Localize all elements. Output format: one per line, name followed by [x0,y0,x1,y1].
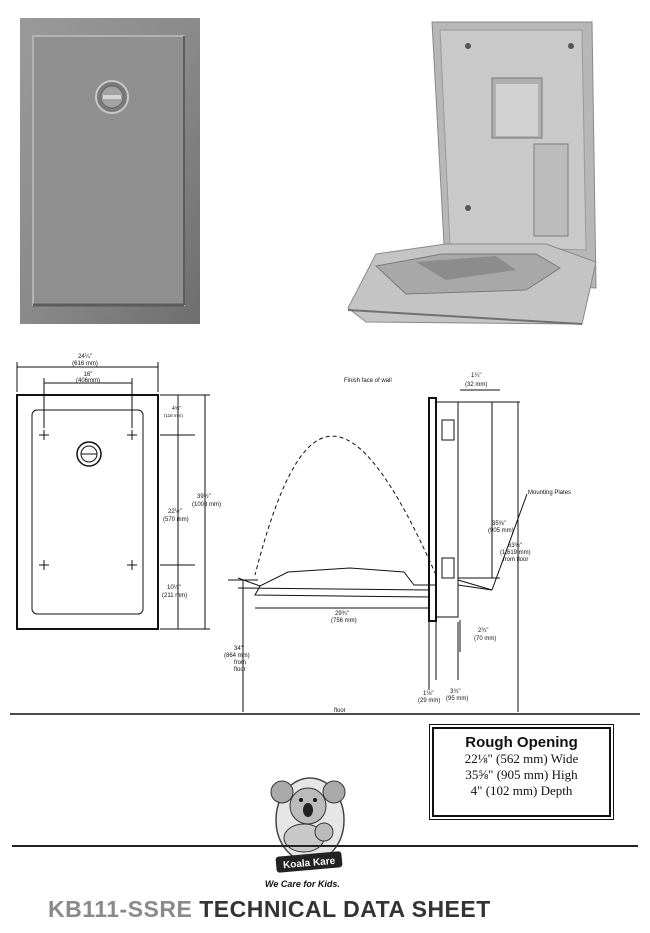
bottom-gap-mm: (70 mm) [474,636,496,642]
bed-height-label: 34" [234,646,243,652]
mount-hole-icon [39,560,49,570]
recess-depth-label: 1⅛" [423,691,433,697]
closed-depth-mm: (95 mm) [446,696,468,702]
brand-tagline: We Care for Kids. [265,879,340,889]
footer-rule [12,845,638,847]
mounting-plates-label: Mounting Plates [528,490,571,496]
bed-height-mm: (864 mm) [224,653,250,659]
overall-height-label: 39½" [197,493,211,500]
bottom-gap-label: 2¾" [478,628,488,634]
mount-vertical-mm: (570 mm) [163,517,189,523]
open-depth-mm: (756 mm) [331,618,357,624]
side-view-back [428,397,437,622]
logo-wordmark: Koala Kare [283,856,336,872]
mount-vertical-label: 22½" [168,508,182,515]
side-top-depth-mm: (32 mm) [465,382,487,388]
bottom-offset-mm: (211 mm) [162,593,187,599]
finish-face-label: Finish face of wall [344,378,392,384]
front-view-outline [16,394,159,630]
side-top-depth-label: 1¼" [471,373,481,379]
floor-to-top-label: 63¾" [508,543,522,549]
model-number: KB111-SSRE [48,896,193,922]
front-width-mm: (616 mm) [72,361,98,367]
floor-label: floor [334,708,346,714]
bottom-offset-label: 10½" [167,584,181,591]
closed-unit-photo [20,18,200,324]
handle-icon [95,80,129,114]
top-offset-mm: (118 mm) [164,413,183,418]
front-door-panel [31,409,144,615]
mount-hole-icon [127,560,137,570]
mount-hole-icon [127,430,137,440]
rough-opening-box: Rough Opening 22⅛" (562 mm) Wide 35⅝" (9… [429,724,614,820]
open-depth-label: 29¾" [335,611,349,617]
technical-drawing: 24¼" (616 mm) 16" (406mm) 4⅝" (118 mm) 2… [10,354,640,715]
plate-spacing-mm: (905 mm) [488,528,514,534]
document-title: KB111-SSRE TECHNICAL DATA SHEET [48,896,491,923]
koala-kare-logo: Koala Kare [270,777,346,873]
mount-spacing-mm: (406mm) [76,378,100,384]
rough-opening-wide: 22⅛" (562 mm) Wide [464,751,579,766]
bed-height-floor: floor [234,667,246,673]
mount-hole-icon [39,430,49,440]
mount-spacing-label: 16" [84,372,93,378]
plate-spacing-label: 35⅝" [492,521,506,527]
bed-height-from: from [234,660,246,666]
closed-depth-label: 3¾" [450,689,460,695]
floor-to-top-from: from floor [503,557,528,563]
front-handle-icon [76,441,102,467]
open-unit-photo [347,21,597,325]
overall-height-mm: (1003 mm) [192,502,221,508]
floor-to-top-mm: (1,619 mm) [500,550,531,556]
recess-depth-mm: (29 mm) [418,698,440,704]
rough-opening-high: 35⅝" (905 mm) High [465,767,578,782]
document-title-text: TECHNICAL DATA SHEET [199,896,491,922]
front-width-label: 24¼" [78,354,92,360]
rough-opening-title: Rough Opening [465,734,578,751]
top-offset-label: 4⅝" [172,406,181,412]
rough-opening-depth: 4" (102 mm) Depth [470,783,573,798]
